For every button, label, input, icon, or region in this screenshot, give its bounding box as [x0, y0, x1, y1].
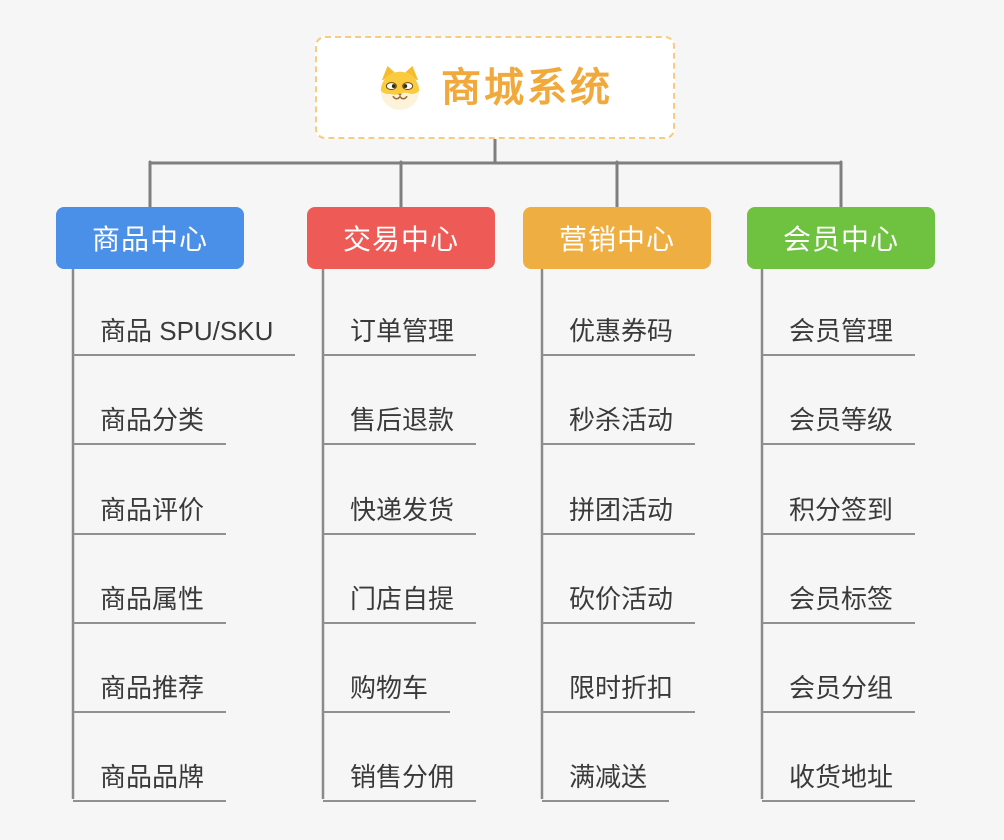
leaf-node[interactable]: 秒杀活动 [542, 405, 696, 445]
leaf-node[interactable]: 拼团活动 [542, 495, 696, 535]
leaf-node[interactable]: 门店自提 [323, 584, 477, 624]
leaf-node[interactable]: 会员分组 [762, 673, 916, 713]
leaf-node[interactable]: 购物车 [323, 673, 451, 713]
branch-node-trade-center[interactable]: 交易中心 [307, 207, 495, 269]
leaf-node[interactable]: 商品 SPU/SKU [73, 316, 296, 356]
leaf-node[interactable]: 售后退款 [323, 405, 477, 445]
leaf-node[interactable]: 会员标签 [762, 584, 916, 624]
leaf-node[interactable]: 商品评价 [73, 495, 227, 535]
root-node[interactable]: 商城系统 [315, 36, 675, 139]
leaf-node[interactable]: 商品品牌 [73, 762, 227, 802]
leaf-node[interactable]: 积分签到 [762, 495, 916, 535]
leaf-node[interactable]: 商品属性 [73, 584, 227, 624]
leaf-node[interactable]: 商品推荐 [73, 673, 227, 713]
leaf-node[interactable]: 订单管理 [323, 316, 477, 356]
leaf-node[interactable]: 砍价活动 [542, 584, 696, 624]
leaf-node[interactable]: 优惠券码 [542, 316, 696, 356]
leaf-node[interactable]: 商品分类 [73, 405, 227, 445]
leaf-node[interactable]: 会员管理 [762, 316, 916, 356]
branch-node-marketing-center[interactable]: 营销中心 [523, 207, 711, 269]
leaf-node[interactable]: 销售分佣 [323, 762, 477, 802]
branch-node-member-center[interactable]: 会员中心 [747, 207, 935, 269]
doge-dog-icon [377, 65, 423, 111]
branch-node-product-center[interactable]: 商品中心 [56, 207, 244, 269]
leaf-node[interactable]: 收货地址 [762, 762, 916, 802]
leaf-node[interactable]: 快递发货 [323, 495, 477, 535]
root-title: 商城系统 [441, 65, 613, 110]
leaf-node[interactable]: 会员等级 [762, 405, 916, 445]
leaf-node[interactable]: 满减送 [542, 762, 670, 802]
leaf-node[interactable]: 限时折扣 [542, 673, 696, 713]
